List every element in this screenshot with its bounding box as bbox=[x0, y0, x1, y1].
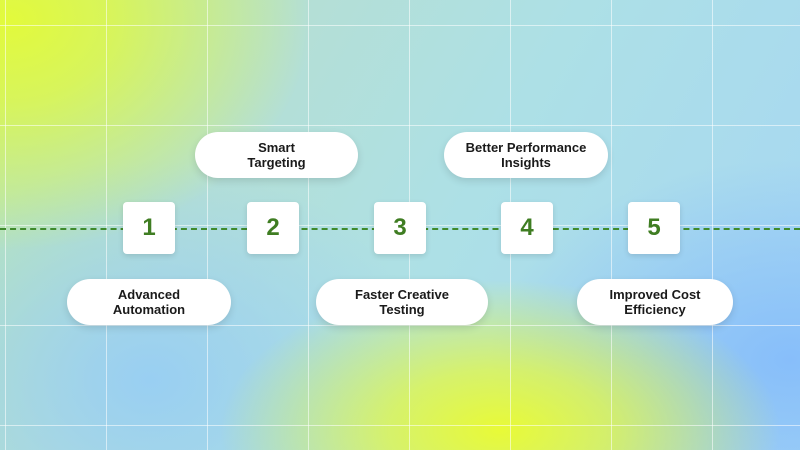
step-1-label-line2: Automation bbox=[112, 302, 186, 317]
step-4-label-pill: Better Performance Insights bbox=[444, 132, 608, 178]
step-3-number: 3 bbox=[393, 214, 407, 241]
step-5-label-pill: Improved Cost Efficiency bbox=[577, 279, 733, 325]
step-5-number-box: 5 bbox=[628, 202, 680, 254]
step-1-label-pill: Advanced Automation bbox=[67, 279, 231, 325]
step-2-label-line2: Targeting bbox=[247, 155, 306, 170]
step-4-number-box: 4 bbox=[501, 202, 553, 254]
step-4-label-line2: Insights bbox=[501, 155, 551, 170]
step-3-label-line2: Testing bbox=[379, 302, 425, 317]
step-4-number: 4 bbox=[520, 214, 534, 241]
step-3-label-line1: Faster Creative bbox=[355, 287, 449, 302]
step-2-label-line1: Smart bbox=[258, 140, 295, 155]
step-2-number: 2 bbox=[266, 214, 280, 241]
step-3-number-box: 3 bbox=[374, 202, 426, 254]
step-5-label-line1: Improved Cost bbox=[609, 287, 701, 302]
step-5-number: 5 bbox=[647, 214, 661, 241]
step-1-label-line1: Advanced bbox=[117, 287, 181, 302]
step-1-number: 1 bbox=[142, 214, 156, 241]
step-4-label-line1: Better Performance bbox=[465, 140, 587, 155]
step-1-number-box: 1 bbox=[123, 202, 175, 254]
step-2-number-box: 2 bbox=[247, 202, 299, 254]
step-2-label-pill: Smart Targeting bbox=[195, 132, 358, 178]
step-3-label-pill: Faster Creative Testing bbox=[316, 279, 488, 325]
step-5-label-line2: Efficiency bbox=[624, 302, 686, 317]
